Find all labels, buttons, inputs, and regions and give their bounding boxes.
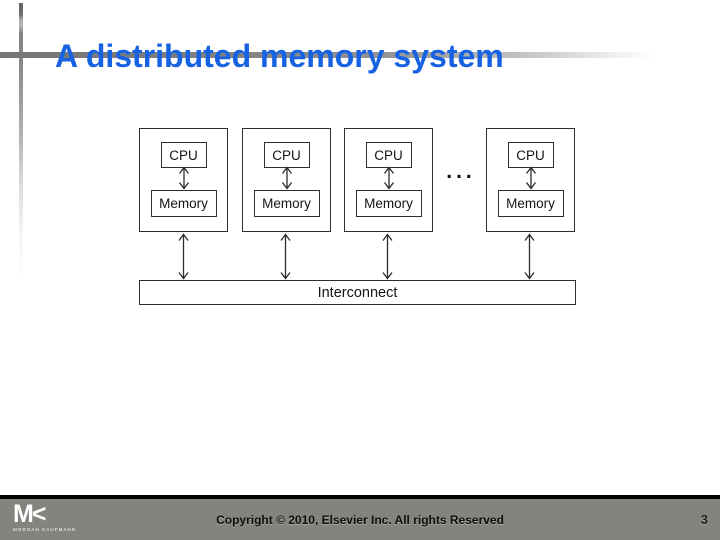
cpu-label: CPU — [272, 147, 301, 163]
double-arrow-icon — [177, 233, 190, 280]
memory-box: Memory — [355, 190, 422, 217]
left-vertical-rule — [19, 3, 23, 285]
double-arrow-icon — [382, 166, 395, 190]
cpu-box: CPU — [365, 142, 412, 168]
node-box-4: CPU Memory — [486, 128, 575, 232]
memory-box: Memory — [150, 190, 217, 217]
page-number: 3 — [700, 512, 708, 527]
cpu-box: CPU — [160, 142, 207, 168]
memory-box: Memory — [497, 190, 564, 217]
double-arrow-icon — [523, 233, 536, 280]
mk-logo-subtext: MORGAN KAUFMANN — [13, 527, 77, 532]
mk-logo-mark: M< — [13, 500, 46, 528]
interconnect-bar: Interconnect — [139, 280, 576, 305]
memory-label: Memory — [262, 196, 311, 211]
double-arrow-icon — [279, 233, 292, 280]
node-box-1: CPU Memory — [139, 128, 228, 232]
interconnect-label: Interconnect — [317, 284, 398, 301]
double-arrow-icon — [280, 166, 293, 190]
memory-label: Memory — [159, 196, 208, 211]
cpu-box: CPU — [507, 142, 554, 168]
cpu-label: CPU — [516, 147, 545, 163]
double-arrow-icon — [524, 166, 537, 190]
memory-box: Memory — [253, 190, 320, 217]
double-arrow-icon — [177, 166, 190, 190]
node-box-2: CPU Memory — [242, 128, 331, 232]
node-box-3: CPU Memory — [344, 128, 433, 232]
footer-bar: M< MORGAN KAUFMANN Copyright © 2010, Els… — [0, 495, 720, 540]
more-nodes-ellipsis: ... — [446, 160, 476, 183]
copyright-text: Copyright © 2010, Elsevier Inc. All righ… — [216, 512, 504, 527]
morgan-kaufmann-logo: M< MORGAN KAUFMANN — [13, 500, 83, 533]
cpu-label: CPU — [169, 147, 198, 163]
memory-label: Memory — [506, 196, 555, 211]
cpu-box: CPU — [263, 142, 310, 168]
memory-label: Memory — [364, 196, 413, 211]
cpu-label: CPU — [374, 147, 403, 163]
double-arrow-icon — [381, 233, 394, 280]
page-title: A distributed memory system — [55, 38, 504, 75]
title-underline-rule — [0, 52, 668, 58]
